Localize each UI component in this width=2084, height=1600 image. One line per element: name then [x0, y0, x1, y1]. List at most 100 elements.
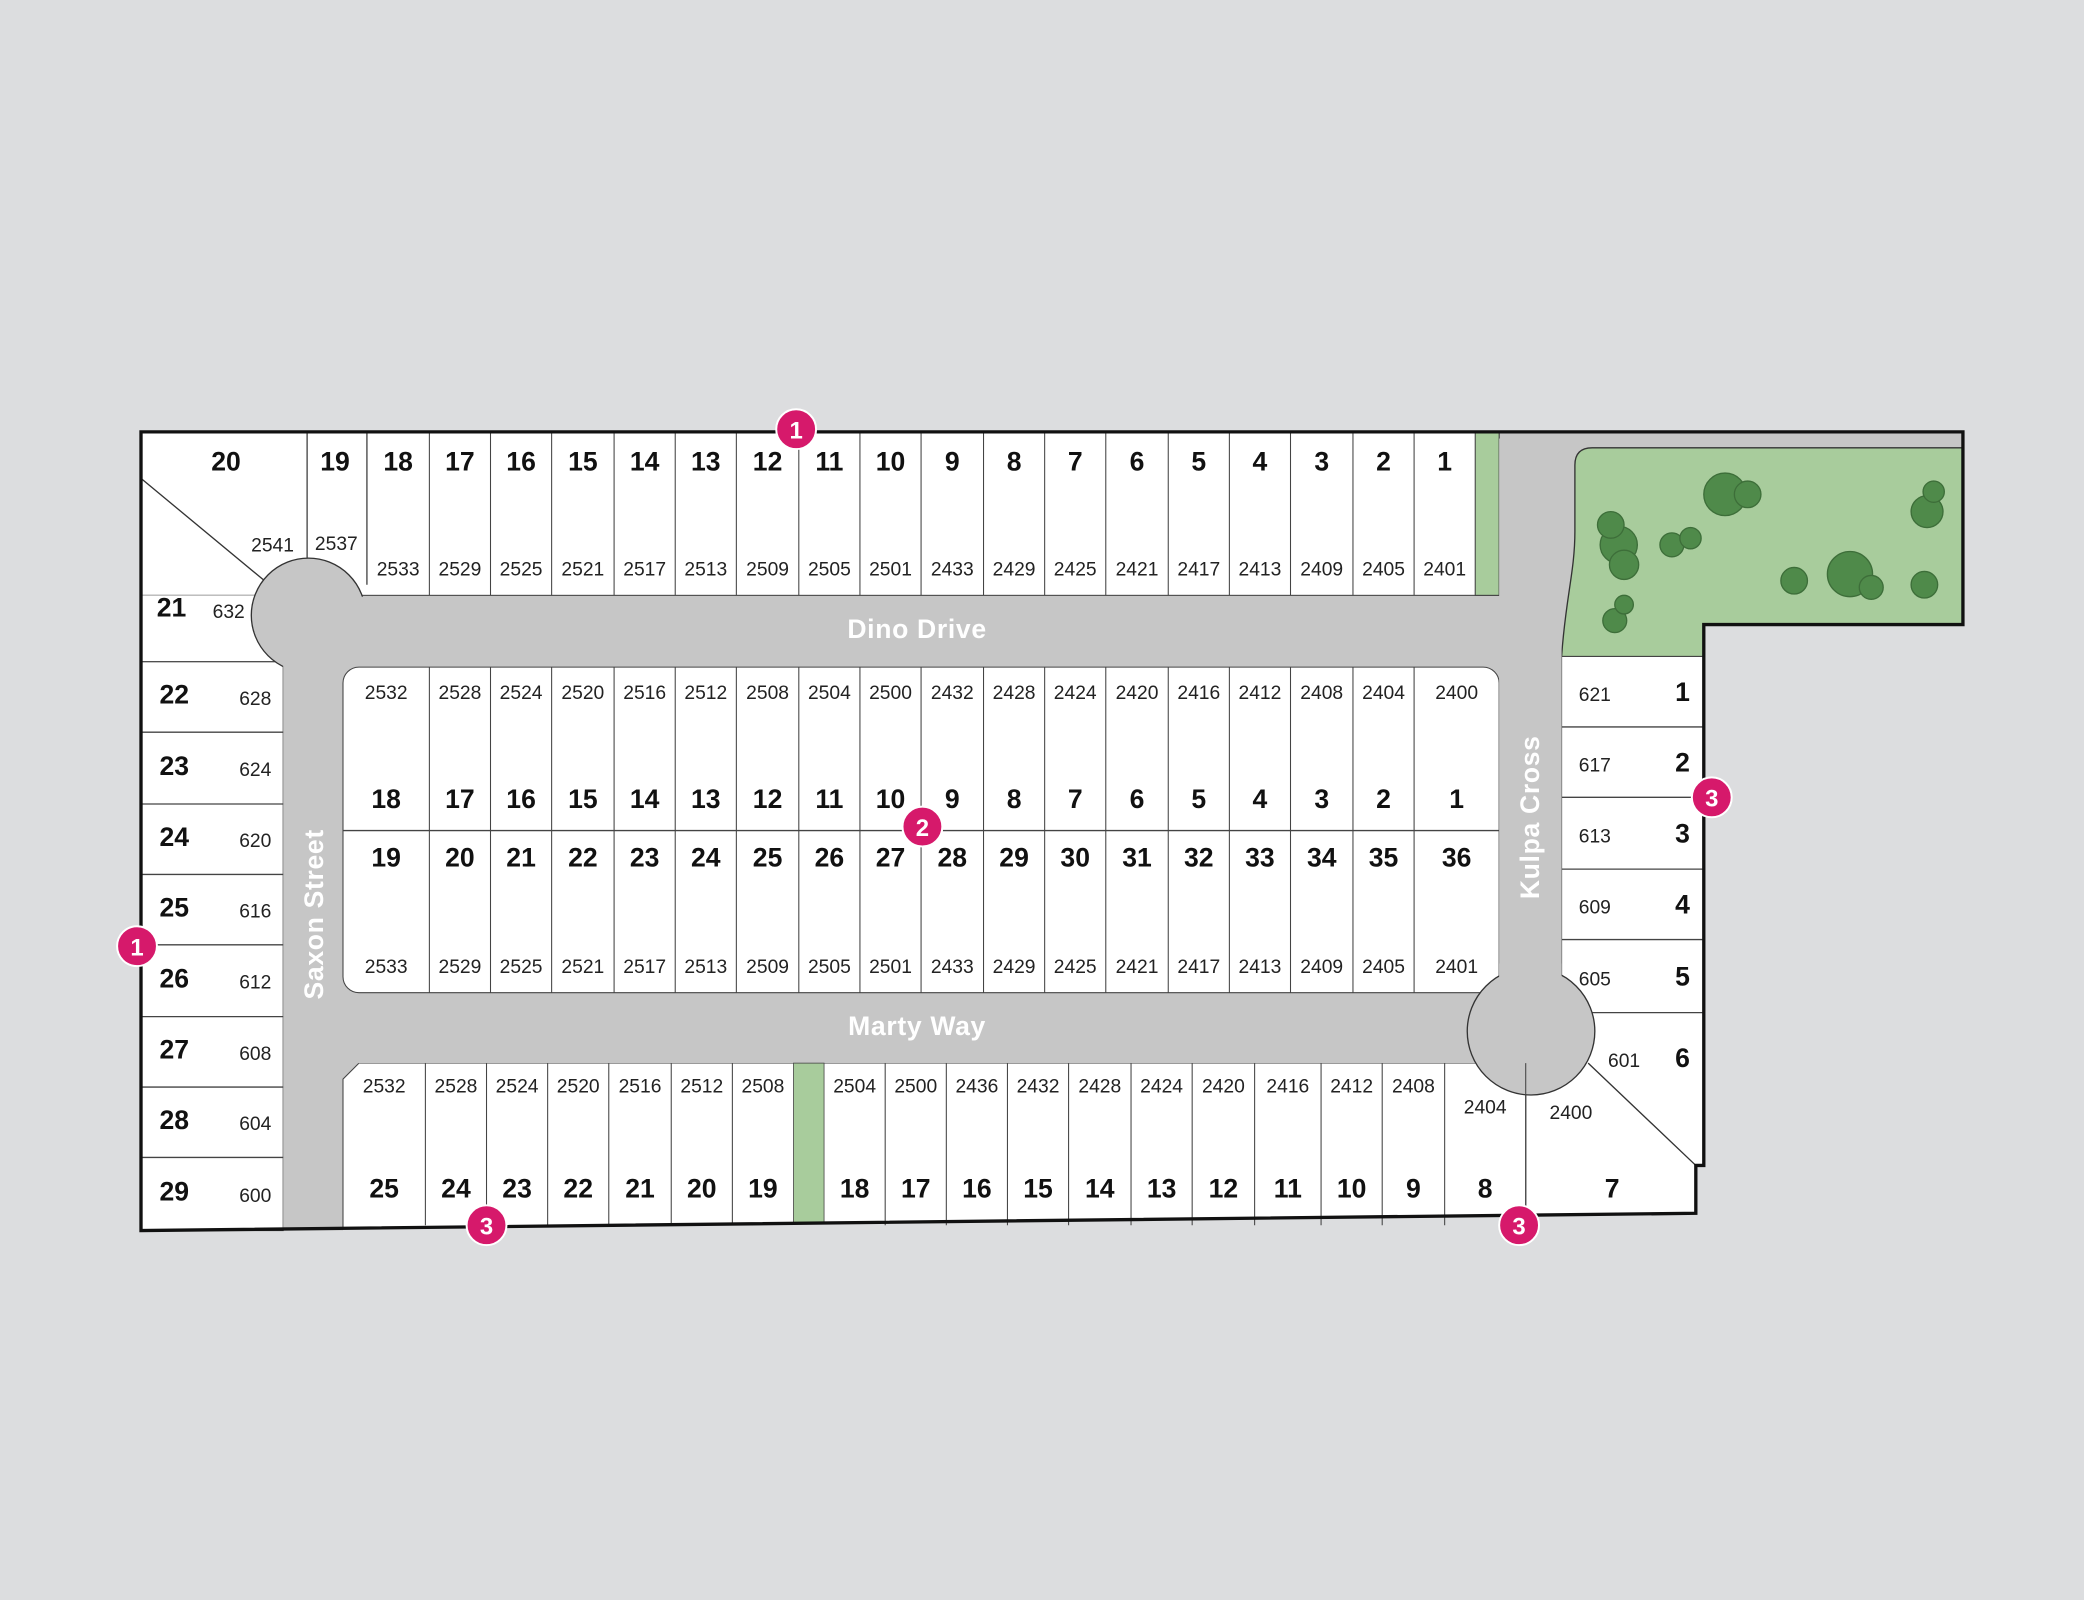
lot-address: 2421 [1116, 559, 1159, 580]
street-label-saxon-street: Saxon Street [299, 829, 329, 999]
lot-address: 2500 [869, 683, 912, 704]
lot-address: 2401 [1435, 957, 1478, 978]
lot-number: 24 [441, 1173, 471, 1203]
lot-number: 17 [445, 784, 475, 814]
marker-badge-icon [775, 408, 818, 451]
lot-address: 605 [1579, 969, 1611, 990]
phase-marker[interactable]: 1 [116, 925, 158, 968]
lot-number: 33 [1245, 842, 1275, 872]
lot-number: 23 [502, 1173, 532, 1203]
lot-address: 2413 [1239, 559, 1282, 580]
lot-address: 2513 [684, 559, 727, 580]
lot-address: 2533 [365, 957, 408, 978]
lot-address: 2528 [435, 1076, 478, 1097]
lot-address: 2417 [1177, 957, 1220, 978]
lot-address: 2412 [1239, 683, 1282, 704]
lot-address: 2524 [500, 683, 543, 704]
lot-number: 22 [563, 1173, 593, 1203]
tree-icon [1596, 510, 1625, 539]
lot-address: 2509 [746, 559, 789, 580]
lot-number: 26 [815, 842, 845, 872]
lot-address: 2516 [619, 1076, 662, 1097]
lot-address: 2505 [808, 559, 851, 580]
lot-number: 28 [938, 842, 968, 872]
lot-address: 2401 [1423, 559, 1466, 580]
lot-address: 2512 [680, 1076, 723, 1097]
lot-number: 21 [625, 1173, 655, 1203]
lot-address: 2405 [1362, 957, 1405, 978]
lot-number: 15 [568, 446, 598, 476]
street-label-dino-drive: Dino Drive [847, 614, 986, 644]
lot-address: 2412 [1330, 1076, 1373, 1097]
lot-number: 12 [753, 446, 783, 476]
lot-address: 628 [239, 689, 271, 710]
lot-address: 612 [239, 973, 271, 994]
lot-number: 10 [876, 446, 906, 476]
lot-address: 2408 [1300, 683, 1343, 704]
marty-way-road [342, 994, 1540, 1064]
lot-number: 7 [1068, 446, 1083, 476]
lot-number: 10 [1337, 1173, 1367, 1203]
lot-address: 2432 [931, 683, 974, 704]
block-left [140, 661, 284, 1232]
lot-number: 20 [211, 446, 241, 476]
phase-marker[interactable]: 2 [901, 805, 944, 848]
lot-number: 30 [1060, 842, 1090, 872]
phase-marker[interactable]: 3 [1498, 1204, 1541, 1247]
road-join [1499, 963, 1562, 1044]
lot-number: 15 [568, 784, 598, 814]
marker-badge-icon [465, 1204, 508, 1247]
phase-marker[interactable]: 3 [465, 1204, 508, 1247]
lot-address: 2416 [1177, 683, 1220, 704]
lot-address: 2400 [1435, 683, 1478, 704]
lot-address: 616 [239, 902, 271, 923]
phase-marker[interactable]: 3 [1690, 776, 1733, 819]
lot-address: 2525 [500, 957, 543, 978]
lot-number: 11 [1274, 1173, 1302, 1203]
marker-number: 2 [916, 815, 929, 842]
lot-number: 27 [159, 1034, 189, 1064]
lot-address: 2533 [377, 559, 420, 580]
marker-badge-icon [901, 805, 944, 848]
lot-number: 17 [445, 446, 475, 476]
street-label-kulpa-cross: Kulpa Cross [1515, 735, 1545, 899]
lot-number: 22 [568, 842, 598, 872]
lot-address: 2416 [1266, 1076, 1309, 1097]
lot-number: 6 [1130, 446, 1145, 476]
lot-number: 19 [748, 1173, 778, 1203]
lot-address: 2413 [1239, 957, 1282, 978]
lot-number: 24 [159, 822, 189, 852]
tree-icon [1910, 570, 1939, 599]
lot-number: 25 [159, 892, 189, 922]
lot-number: 32 [1184, 842, 1214, 872]
lot-address: 2520 [561, 683, 604, 704]
lot-number: 21 [157, 593, 187, 623]
lot-number: 18 [840, 1173, 870, 1203]
lot-number: 14 [630, 446, 660, 476]
marker-badge-icon [1690, 776, 1733, 819]
marker-number: 1 [790, 418, 803, 445]
tree-icon [1608, 549, 1640, 581]
lot-address: 2509 [746, 957, 789, 978]
lot-number: 5 [1191, 784, 1206, 814]
lot-address: 2409 [1300, 957, 1343, 978]
phase-marker[interactable]: 1 [775, 408, 818, 451]
marker-badge-icon [1498, 1204, 1541, 1247]
lot-address: 2501 [869, 559, 912, 580]
lot-number: 16 [506, 446, 536, 476]
lot-number: 19 [320, 446, 350, 476]
lot-address: 617 [1579, 755, 1611, 776]
lot-number: 4 [1253, 446, 1268, 476]
tree-icon [1733, 480, 1762, 509]
lot-address: 601 [1608, 1051, 1640, 1072]
lot-address: 632 [213, 602, 245, 623]
tree-icon [1858, 574, 1884, 600]
lot-address: 2405 [1362, 559, 1405, 580]
lot-address: 2500 [894, 1076, 937, 1097]
lot-address: 2501 [869, 957, 912, 978]
lot-number: 6 [1130, 784, 1145, 814]
lot-address: 2433 [931, 957, 974, 978]
lot-address: 2409 [1300, 559, 1343, 580]
lot-number: 21 [506, 842, 536, 872]
